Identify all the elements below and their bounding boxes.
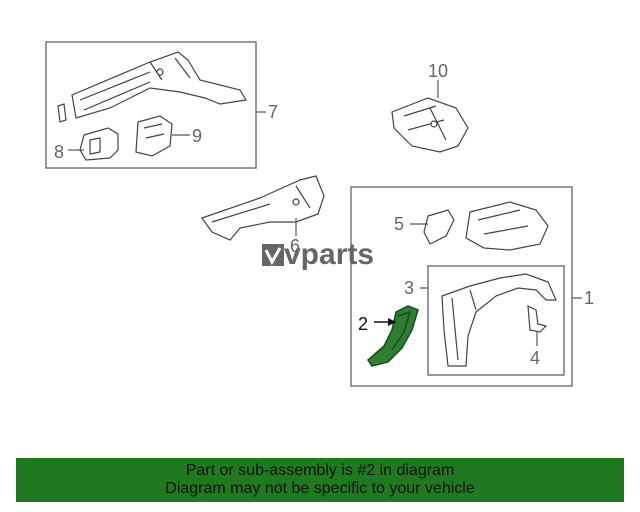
vparts-watermark: vparts — [262, 238, 374, 271]
callout-4: 4 — [530, 348, 540, 368]
callout-6: 6 — [290, 236, 300, 256]
highlighted-part-2[interactable] — [367, 305, 419, 367]
bracket-5-part — [423, 209, 455, 245]
upper-apron-part — [465, 201, 549, 251]
watermark-text: vparts — [284, 238, 374, 271]
info-banner: Part or sub-assembly is #2 in diagram Di… — [16, 458, 624, 502]
callout-8: 8 — [54, 142, 64, 162]
reinforcement-10-part — [391, 97, 469, 153]
callout-3: 3 — [404, 278, 414, 298]
bracket-9-part — [135, 115, 173, 157]
front-rail-assembly-part — [57, 51, 247, 123]
callout-9: 9 — [192, 126, 202, 146]
bracket-4-part — [527, 304, 548, 333]
callout-10: 10 — [428, 61, 448, 81]
bracket-8-part — [79, 127, 119, 161]
fender-apron-6-part — [201, 175, 325, 241]
callout-7: 7 — [268, 102, 278, 122]
callout-1: 1 — [584, 288, 594, 308]
callout-2: 2 — [358, 314, 368, 334]
group-box-3 — [427, 265, 565, 376]
wheelhouse-3-part — [441, 273, 557, 367]
group-box-1 — [350, 186, 573, 387]
banner-line-1: Part or sub-assembly is #2 in diagram — [185, 462, 455, 479]
arrowhead-2 — [388, 318, 396, 326]
callout-5: 5 — [394, 214, 404, 234]
banner-line-2: Diagram may not be specific to your vehi… — [165, 480, 475, 497]
group-box-7 — [45, 41, 257, 169]
